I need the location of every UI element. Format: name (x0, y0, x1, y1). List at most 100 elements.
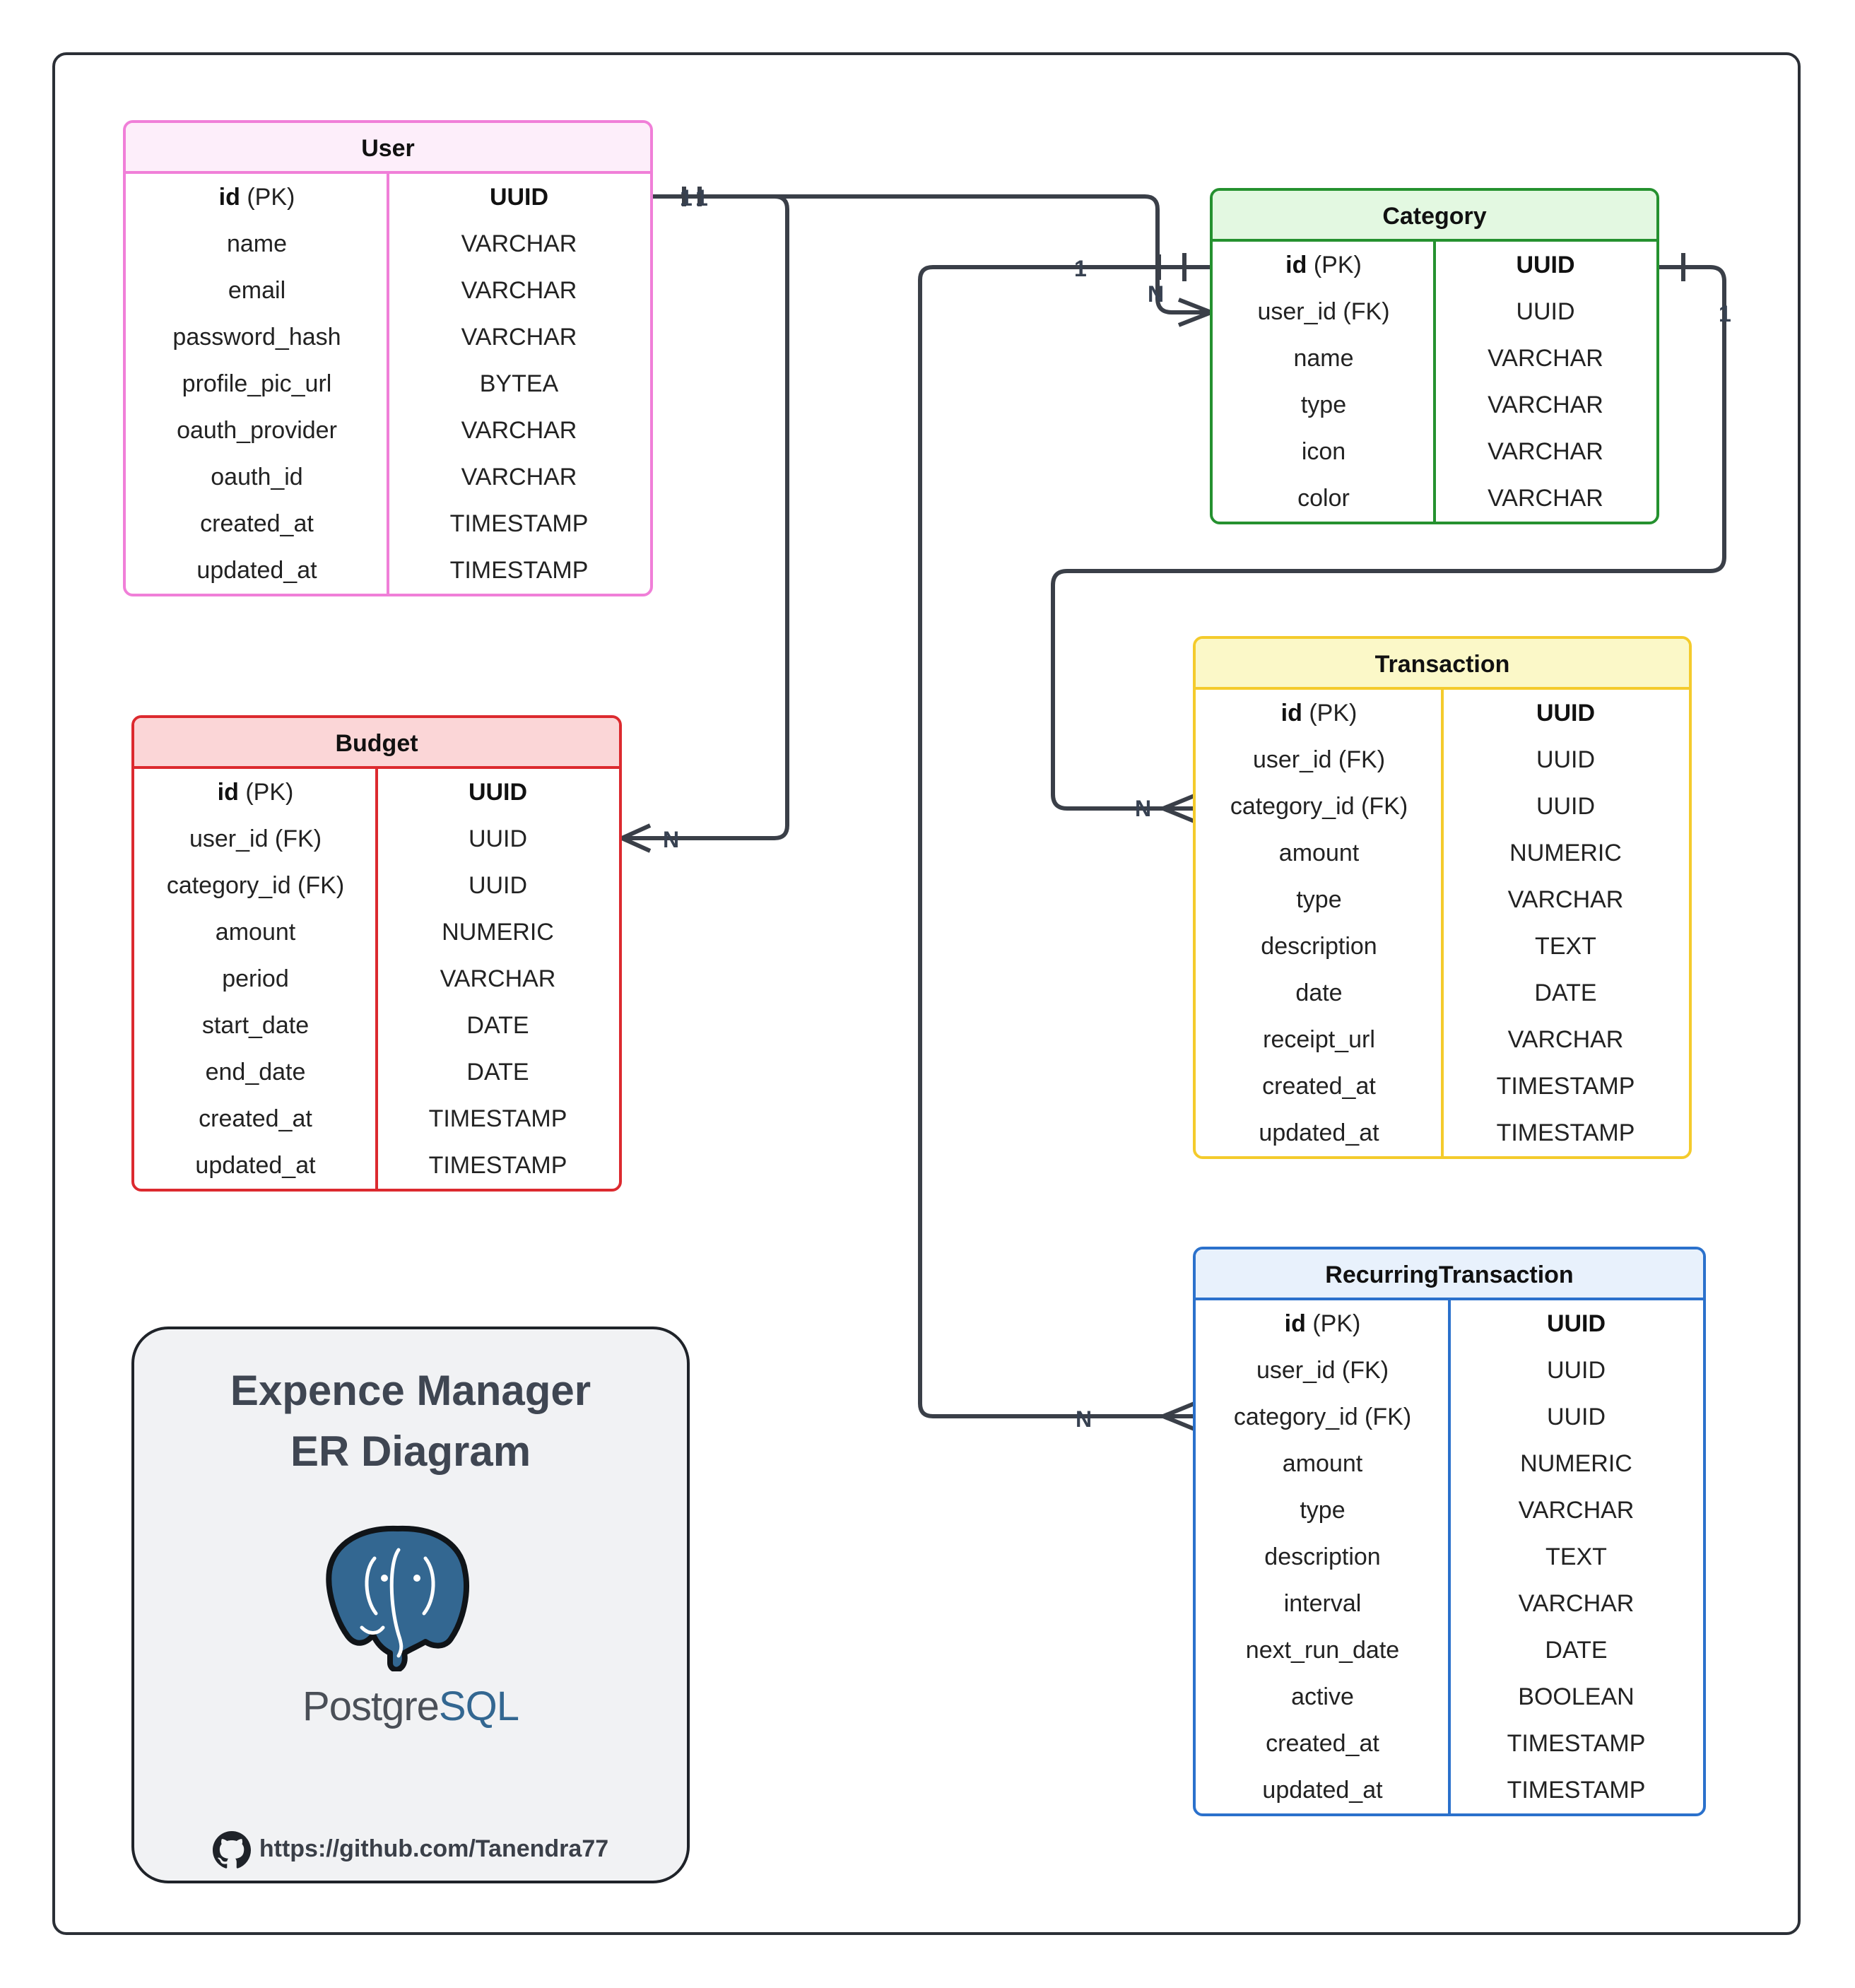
field-name: next_run_date (1245, 1636, 1400, 1664)
field-type: TIMESTAMP (1507, 1776, 1646, 1804)
field-name: user_id (FK) (1252, 746, 1386, 773)
field-row: id (PK)UUID (1196, 690, 1689, 736)
field-name: user_id (FK) (189, 825, 322, 852)
field-name: created_at (1262, 1072, 1376, 1100)
field-name: category_id (FK) (1230, 792, 1408, 820)
card-category-1-right: 1 (1719, 301, 1731, 327)
field-type: UUID (1516, 298, 1575, 325)
crowfoot-budget (620, 823, 652, 853)
field-name: amount (1278, 839, 1360, 866)
field-type: VARCHAR (440, 965, 556, 992)
field-type: UUID (1536, 746, 1596, 773)
column-divider (1433, 242, 1436, 522)
field-type: UUID (468, 825, 528, 852)
field-name: type (1300, 391, 1347, 418)
diagram-title-line2: ER Diagram (290, 1428, 531, 1475)
column-divider (1448, 1300, 1451, 1813)
field-type: TIMESTAMP (428, 1151, 567, 1179)
connector-category-recurring (918, 265, 1211, 1418)
field-type: DATE (1545, 1636, 1608, 1664)
field-name: email (228, 276, 286, 304)
field-row: next_run_date DATE (1196, 1627, 1703, 1674)
field-name: user_id (FK) (1257, 298, 1390, 325)
field-row: created_at TIMESTAMP (1196, 1063, 1689, 1110)
card-budget-n: N (663, 827, 680, 852)
field-type: VARCHAR (461, 416, 577, 444)
card-category-1-left: 1 (1074, 256, 1087, 281)
field-name: id (PK) (1285, 251, 1362, 278)
entity-title: RecurringTransaction (1196, 1249, 1703, 1300)
field-type: TEXT (1535, 932, 1596, 960)
field-type: VARCHAR (461, 463, 577, 490)
postgresql-elephant-icon (326, 1525, 469, 1671)
github-url: https://github.com/Tanendra77 (259, 1835, 609, 1862)
field-type: DATE (466, 1058, 529, 1086)
field-name: type (1300, 1496, 1345, 1524)
field-row: user_id (FK) UUID (1196, 736, 1689, 783)
field-name: oauth_provider (177, 416, 337, 444)
field-type: UUID (468, 871, 528, 899)
field-name: updated_at (1259, 1119, 1379, 1146)
card-category-n: N (1148, 281, 1165, 307)
field-row: type VARCHAR (1196, 1487, 1703, 1534)
field-type: BOOLEAN (1518, 1683, 1635, 1710)
field-name: period (222, 965, 289, 992)
card-user-1b: 1 (695, 185, 708, 211)
field-type: UUID (489, 183, 549, 211)
field-type: VARCHAR (1518, 1589, 1635, 1617)
field-type: VARCHAR (461, 276, 577, 304)
field-name: id (PK) (1284, 1310, 1361, 1337)
column-divider (375, 769, 378, 1189)
field-type: TEXT (1545, 1543, 1607, 1570)
crowfoot-recurring (1161, 1401, 1196, 1431)
field-name: amount (1282, 1449, 1363, 1477)
field-type: TIMESTAMP (1496, 1072, 1635, 1100)
field-name: id (PK) (1280, 699, 1358, 727)
field-type: UUID (1546, 1403, 1606, 1430)
field-type: DATE (466, 1011, 529, 1039)
field-type: UUID (1546, 1310, 1606, 1337)
field-type: UUID (1536, 792, 1596, 820)
field-row: amount NUMERIC (1196, 1440, 1703, 1487)
github-link[interactable]: https://github.com/Tanendra77 (134, 1831, 687, 1869)
field-name: id (PK) (217, 778, 294, 806)
field-type: NUMERIC (1520, 1449, 1632, 1477)
diagram-title-line1: Expence Manager (230, 1367, 591, 1414)
postgresql-wordmark: PostgreSQL (134, 1683, 687, 1730)
field-name: created_at (199, 1105, 312, 1132)
crowfoot-transaction (1161, 794, 1196, 823)
field-row: id (PK)UUID (134, 769, 619, 816)
field-name: color (1297, 484, 1350, 512)
field-row: interval VARCHAR (1196, 1580, 1703, 1627)
entity-title: Transaction (1196, 639, 1689, 690)
wordmark-sql: SQL (438, 1683, 519, 1729)
field-row: user_id (FK) UUID (1213, 288, 1656, 335)
field-name: interval (1283, 1589, 1362, 1617)
field-type: VARCHAR (1488, 437, 1603, 465)
field-type: TIMESTAMP (1507, 1729, 1646, 1757)
field-type: TIMESTAMP (449, 556, 589, 584)
field-type: VARCHAR (1518, 1496, 1635, 1524)
field-name: icon (1301, 437, 1346, 465)
